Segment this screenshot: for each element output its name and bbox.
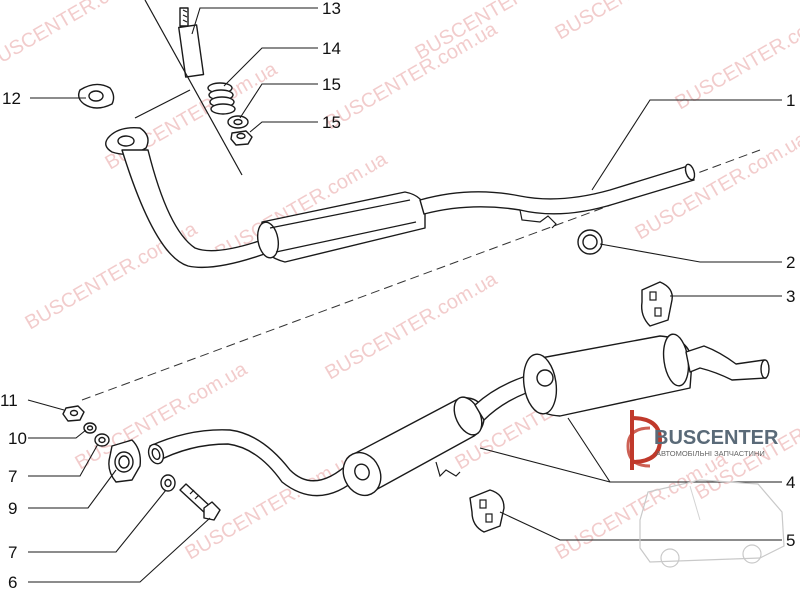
logo-subtitle: АВТОМОБІЛЬНІ ЗАПЧАСТИНИ (656, 449, 765, 458)
callout-10: 11 (0, 391, 18, 410)
part-7-washer (94, 433, 110, 447)
callout-2: 2 (786, 253, 795, 272)
guide-line (134, 89, 191, 119)
van-sketch-icon (639, 479, 785, 563)
part-13-spring (207, 82, 236, 115)
part-14-washer (227, 115, 249, 129)
callout-4: 4 (786, 473, 795, 492)
part-6-bolt (179, 483, 221, 521)
callout-8: 9 (8, 499, 17, 518)
watermark: BUSCENTER.com.ua (322, 18, 502, 135)
part-1-front-pipe-muffler (105, 127, 696, 269)
callout-7: 7 (8, 467, 17, 486)
callout-6: 6 (8, 573, 17, 592)
callout-7: 7 (8, 543, 17, 562)
part-10-nut (62, 405, 85, 422)
part-11-gasket (77, 83, 115, 109)
buscenter-logo: BUSCENTER АВТОМОБІЛЬНІ ЗАПЧАСТИНИ (626, 410, 785, 568)
callout-3: 3 (786, 287, 795, 306)
guide-line (144, 0, 243, 176)
part-15-nut (230, 130, 253, 146)
watermark: BUSCENTER.com.ua (0, 0, 162, 74)
watermark: BUSCENTER.com.ua (672, 0, 800, 114)
callout-15: 15 (322, 113, 341, 132)
callout-13: 14 (322, 39, 341, 58)
part-12-stud (178, 7, 205, 78)
callout-5: 5 (786, 531, 795, 550)
callout-1: 1 (786, 91, 795, 110)
callout-14: 15 (322, 75, 341, 94)
part-9-washer (83, 422, 97, 434)
part-5-rubber-hanger (469, 489, 505, 533)
part-4-rear-mufflers (147, 333, 770, 497)
part-8-clamp (108, 439, 142, 483)
logo-name: BUSCENTER (654, 427, 779, 449)
callout-9: 10 (8, 429, 27, 448)
watermark: BUSCENTER.com.ua (322, 268, 502, 385)
watermark: BUSCENTER.com.ua (552, 0, 732, 44)
callout-12: 13 (322, 0, 341, 18)
callout-11: 12 (2, 89, 21, 108)
part-2-ring-gasket (577, 229, 603, 255)
part-7-washer (160, 474, 176, 492)
part-3-rubber-hanger (640, 281, 673, 327)
